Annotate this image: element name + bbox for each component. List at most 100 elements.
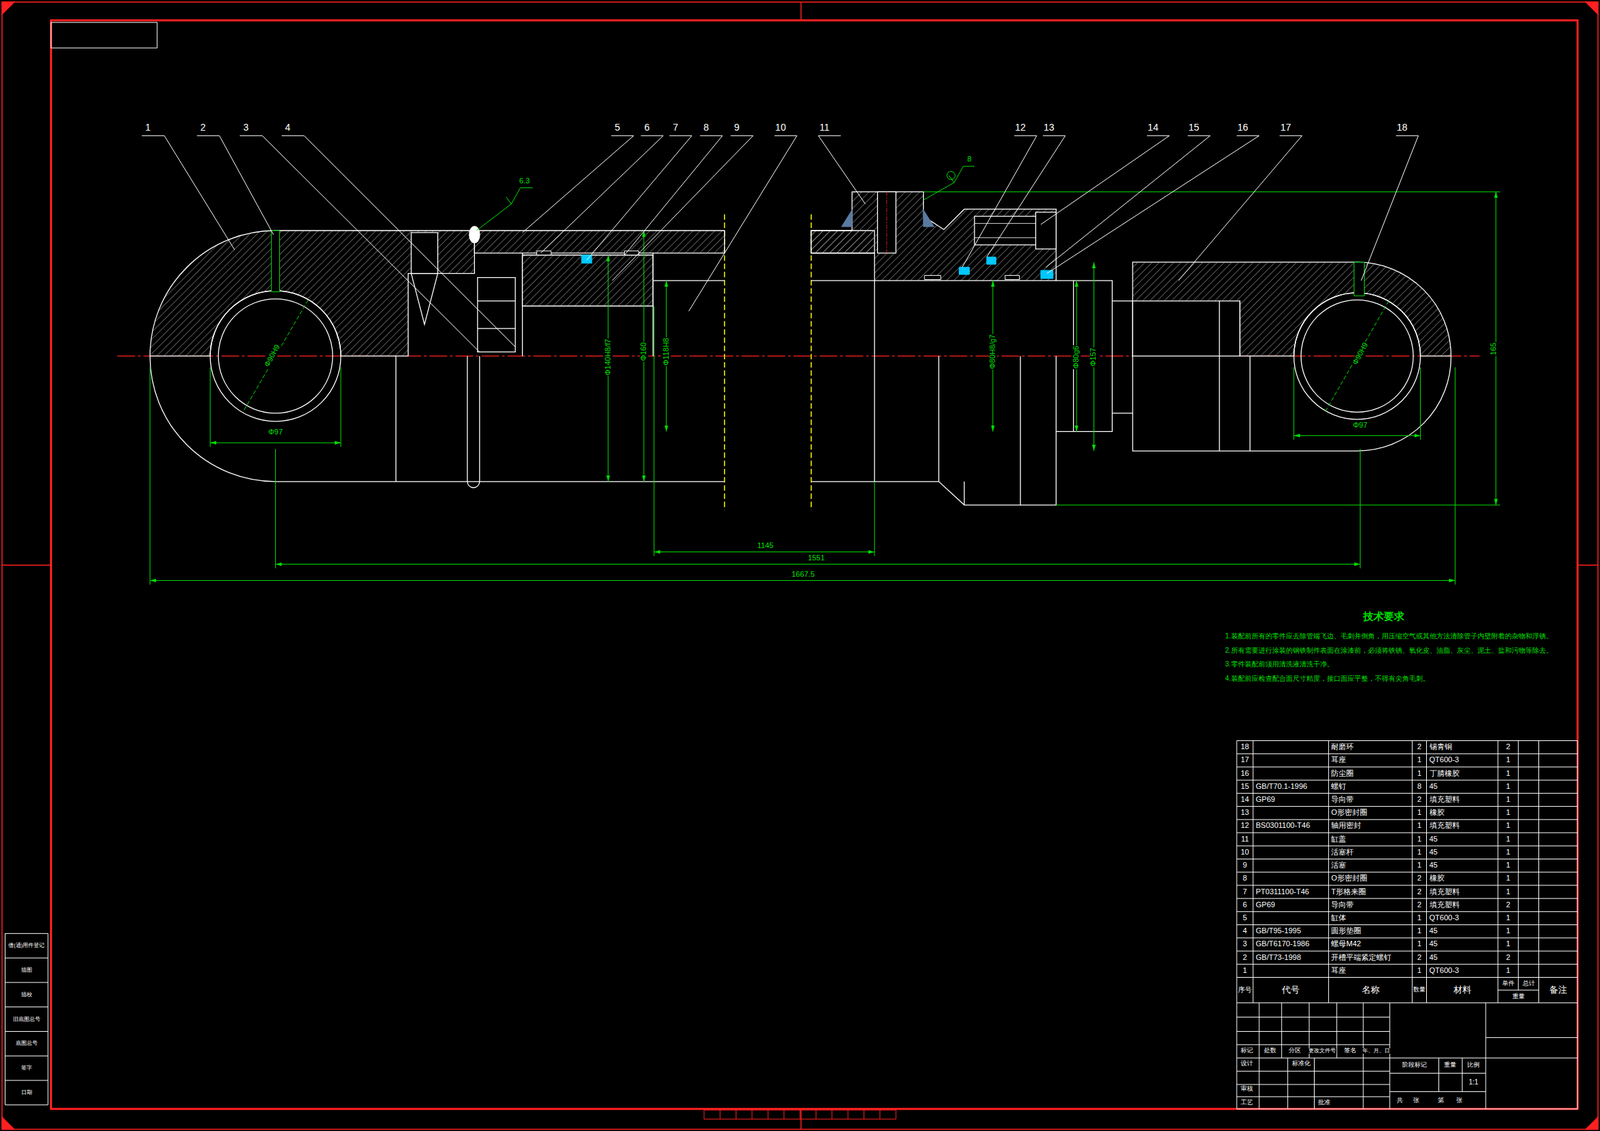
table-cell: 14 xyxy=(1240,795,1250,805)
table-cell: 螺钉 xyxy=(1330,782,1347,792)
margin-strip xyxy=(4,933,48,1106)
leader-line xyxy=(522,135,634,233)
corner-mark xyxy=(1585,2,1598,15)
dimension-line xyxy=(1294,435,1421,436)
callout-number: 1 xyxy=(144,122,152,133)
leader-line xyxy=(239,135,480,352)
table-cell: 活塞杆 xyxy=(1330,848,1355,857)
grease-nipple xyxy=(469,226,480,243)
dimension-text: Φ90H9 xyxy=(1350,340,1371,367)
table-cell: 1 xyxy=(1505,875,1512,884)
title-block-text: 张 xyxy=(1455,1097,1464,1104)
table-cell: 45 xyxy=(1428,861,1439,870)
table-cell: 5 xyxy=(1242,914,1248,923)
title-block-text: 设计 xyxy=(1240,1060,1254,1067)
roughness-symbol xyxy=(476,187,533,231)
corner-mark xyxy=(1585,1117,1598,1130)
table-cell: 1 xyxy=(1416,966,1423,976)
callout-number: 7 xyxy=(672,122,679,133)
title-block-grid xyxy=(1236,1003,1578,1110)
diameter-line xyxy=(242,299,308,412)
callout-number: 15 xyxy=(1188,122,1201,133)
title-block-text: 年、月、日 xyxy=(1361,1048,1391,1054)
table-cell: 18 xyxy=(1240,743,1250,752)
dimension-text: Φ97 xyxy=(267,428,284,437)
guide-band xyxy=(924,275,941,280)
table-cell: 45 xyxy=(1428,835,1439,844)
table-cell: 开槽平端紧定螺钉 xyxy=(1330,953,1392,963)
callout-number: 12 xyxy=(1014,122,1027,133)
table-cell: 螺母M42 xyxy=(1330,940,1362,950)
leader-line xyxy=(612,135,754,281)
table-cell: 耐磨环 xyxy=(1330,743,1355,752)
scale-ruler xyxy=(719,1110,881,1119)
table-cell: 16 xyxy=(1240,769,1250,779)
scale-ruler xyxy=(704,1110,896,1119)
table-cell: 1 xyxy=(1416,914,1423,923)
table-header: 材料 xyxy=(1452,985,1473,996)
table-cell: 1 xyxy=(1505,927,1512,936)
table-header: 备注 xyxy=(1548,985,1568,996)
table-cell: 橡胶 xyxy=(1428,875,1446,884)
callout-number: 8 xyxy=(702,122,710,133)
margin-text: 底图总号 xyxy=(15,1040,39,1047)
table-cell: 2 xyxy=(1416,888,1423,897)
table-cell: 2 xyxy=(1416,875,1423,884)
title-block-text: 批准 xyxy=(1317,1099,1332,1106)
table-cell: 耳座 xyxy=(1330,966,1347,976)
note-text: 2.所有需要进行涂装的钢铁制件表面在涂漆前，必须将铁锈、氧化皮、油脂、灰尘、泥土… xyxy=(1224,647,1553,655)
callout-number: 10 xyxy=(774,122,787,133)
table-cell: 1 xyxy=(1505,782,1512,792)
table-header: 重量 xyxy=(1511,993,1526,1000)
margin-text: 描校 xyxy=(20,992,33,998)
corner-mark xyxy=(2,2,15,15)
dimension-text: 1667.5 xyxy=(791,570,816,579)
table-cell: 1 xyxy=(1416,756,1423,766)
dimension-text: 8 xyxy=(966,155,972,164)
section-hatch xyxy=(474,230,725,254)
table-cell: QT600-3 xyxy=(1428,756,1460,766)
table-cell: 1 xyxy=(1416,769,1423,779)
table-cell: 45 xyxy=(1428,848,1439,857)
table-cell: GP69 xyxy=(1255,901,1276,910)
dimension-line xyxy=(210,442,341,444)
dimension-line xyxy=(654,551,875,553)
bore-circle xyxy=(210,290,341,422)
leader-line xyxy=(540,135,664,253)
table-cell: 10 xyxy=(1240,848,1250,857)
title-block-text: 阶段标记 xyxy=(1401,1062,1428,1069)
leader-line xyxy=(688,135,797,311)
table-cell: GB/T70.1-1996 xyxy=(1255,782,1308,792)
table-cell: 45 xyxy=(1428,940,1439,950)
table-cell: 1 xyxy=(1416,940,1423,950)
leader-line xyxy=(1047,135,1260,274)
table-cell: 1 xyxy=(1505,769,1512,779)
title-block-text: 比例 xyxy=(1466,1062,1481,1069)
outline xyxy=(1132,355,1451,451)
table-cell: 8 xyxy=(1242,875,1248,884)
table-cell: BS0301100-T46 xyxy=(1255,822,1311,831)
table-cell: 1 xyxy=(1505,914,1512,923)
table-cell: 17 xyxy=(1240,756,1250,766)
dimension-text: 1145 xyxy=(756,542,774,551)
title-block-text: 更改文件号 xyxy=(1307,1048,1337,1054)
table-cell: 1 xyxy=(1505,966,1512,976)
bore-circle xyxy=(1294,292,1421,420)
roughness-symbol xyxy=(947,171,956,180)
leader-line xyxy=(1178,135,1302,281)
section-hatch xyxy=(522,255,653,307)
note-text: 3.零件装配前须用清洗液清洗干净。 xyxy=(1224,661,1334,669)
dimension-text: Φ160 xyxy=(639,342,649,363)
table-cell: 12 xyxy=(1240,822,1250,831)
leader-line xyxy=(962,135,1037,267)
table-cell: 1 xyxy=(1416,861,1423,870)
title-block-text: 第 xyxy=(1437,1097,1445,1104)
section-hatch xyxy=(810,191,1056,281)
bore-circle xyxy=(218,299,333,414)
guide-band xyxy=(1005,275,1020,280)
table-cell: 缸盖 xyxy=(1330,835,1347,844)
code-box xyxy=(51,22,158,48)
table-cell: GB/T6170-1986 xyxy=(1255,940,1310,950)
